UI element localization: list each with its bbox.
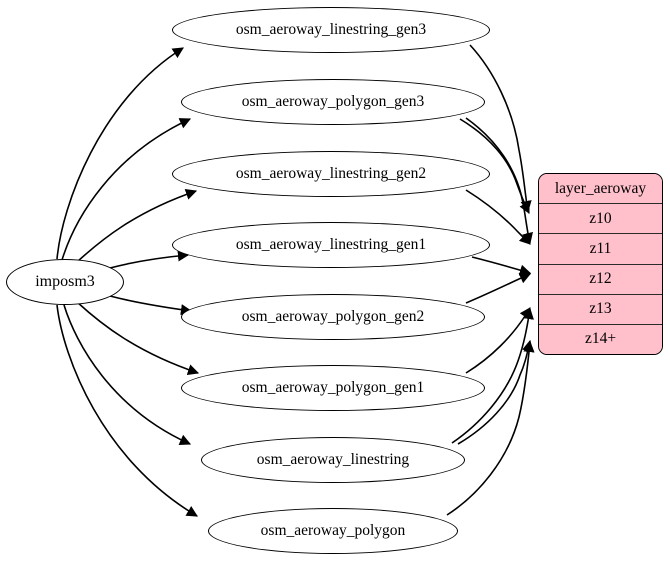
edge-imposm3-to-linestring bbox=[63, 304, 192, 445]
edge-imposm3-to-polygon-gen2 bbox=[109, 295, 193, 316]
node-osm-aeroway-polygon-gen1[interactable]: osm_aeroway_polygon_gen1 bbox=[181, 365, 485, 411]
edge-imposm3-to-linestring-gen1 bbox=[109, 250, 190, 269]
node-label-osm-aeroway-polygon-gen3: osm_aeroway_polygon_gen3 bbox=[241, 93, 425, 110]
record-row-z11[interactable]: z11 bbox=[539, 234, 662, 265]
record-row-z12[interactable]: z12 bbox=[539, 264, 662, 295]
edge-imposm3-to-polygon-gen1 bbox=[76, 301, 200, 376]
edge-imposm3-to-polygon bbox=[56, 304, 198, 517]
node-label-osm-aeroway-polygon-gen1: osm_aeroway_polygon_gen1 bbox=[241, 379, 425, 396]
node-label-osm-aeroway-linestring-gen3: osm_aeroway_linestring_gen3 bbox=[235, 21, 427, 38]
record-row-label-z14plus: z14+ bbox=[584, 330, 617, 348]
record-row-label-z12: z12 bbox=[589, 270, 612, 288]
record-header-label: layer_aeroway bbox=[554, 179, 647, 197]
node-layer-aeroway-record[interactable]: layer_aeroway z10 z11 z12 z13 z14+ bbox=[538, 173, 663, 355]
edge-imposm3-to-polygon-gen3 bbox=[61, 118, 192, 261]
node-label-osm-aeroway-polygon: osm_aeroway_polygon bbox=[260, 522, 406, 539]
record-row-label-z10: z10 bbox=[589, 209, 612, 227]
node-osm-aeroway-polygon-gen2[interactable]: osm_aeroway_polygon_gen2 bbox=[181, 294, 485, 340]
edge-linestring-gen3-to-z10 bbox=[469, 44, 532, 213]
record-header-layer-aeroway: layer_aeroway bbox=[539, 174, 662, 205]
record-row-label-z11: z11 bbox=[589, 239, 612, 257]
record-row-z10[interactable]: z10 bbox=[539, 204, 662, 235]
node-osm-aeroway-linestring-gen3[interactable]: osm_aeroway_linestring_gen3 bbox=[172, 7, 490, 53]
node-osm-aeroway-linestring-gen1[interactable]: osm_aeroway_linestring_gen1 bbox=[172, 222, 490, 268]
node-label-osm-aeroway-linestring: osm_aeroway_linestring bbox=[256, 451, 410, 468]
edge-linestring-gen1-to-z12 bbox=[471, 256, 532, 276]
node-osm-aeroway-linestring-gen2[interactable]: osm_aeroway_linestring_gen2 bbox=[172, 151, 490, 197]
node-osm-aeroway-polygon[interactable]: osm_aeroway_polygon bbox=[208, 508, 458, 554]
node-label-osm-aeroway-linestring-gen2: osm_aeroway_linestring_gen2 bbox=[235, 165, 427, 182]
edge-imposm3-to-linestring-gen3 bbox=[56, 47, 184, 260]
record-row-z13[interactable]: z13 bbox=[539, 294, 662, 325]
node-osm-aeroway-polygon-gen3[interactable]: osm_aeroway_polygon_gen3 bbox=[181, 79, 485, 125]
node-label-osm-aeroway-linestring-gen1: osm_aeroway_linestring_gen1 bbox=[235, 236, 427, 253]
edge-polygon-to-z14 bbox=[446, 340, 535, 516]
record-row-z14plus[interactable]: z14+ bbox=[539, 324, 662, 354]
record-row-label-z13: z13 bbox=[589, 300, 612, 318]
edge-polygon-gen2-to-z12 bbox=[465, 272, 532, 304]
node-label-osm-aeroway-polygon-gen2: osm_aeroway_polygon_gen2 bbox=[241, 308, 425, 325]
node-osm-aeroway-linestring[interactable]: osm_aeroway_linestring bbox=[201, 437, 465, 483]
node-label-imposm3: imposm3 bbox=[35, 273, 95, 290]
node-imposm3[interactable]: imposm3 bbox=[6, 259, 124, 305]
